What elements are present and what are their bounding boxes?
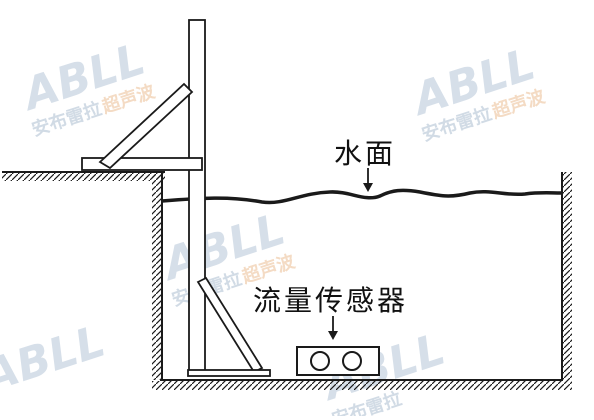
- watermark-brand: ABLL: [0, 316, 111, 404]
- water-surface-arrow-icon: [363, 168, 373, 192]
- channel-right-wall: [561, 172, 572, 381]
- watermark-2: ABLL 安布雷拉 超声波: [405, 39, 549, 146]
- channel-left-wall: [152, 172, 163, 380]
- watermark-group: ABLL 安布雷拉 超声波 ABLL 安布雷拉 超声波 ABLL 安布雷拉 超声…: [0, 34, 549, 420]
- mounting-bracket-icon: [81, 19, 271, 377]
- flow-sensor-label: 流量传感器: [253, 284, 409, 317]
- watermark-1: ABLL 安布雷拉 超声波: [15, 34, 159, 141]
- flow-sensor-icon: [296, 346, 380, 376]
- sensor-arrow-icon: [328, 316, 338, 340]
- water-surface-label: 水面: [334, 137, 397, 170]
- channel-bottom: [152, 379, 572, 390]
- ground-left: [2, 171, 165, 181]
- water-surface-line: [161, 188, 562, 205]
- watermark-4: ABLL: [0, 316, 111, 404]
